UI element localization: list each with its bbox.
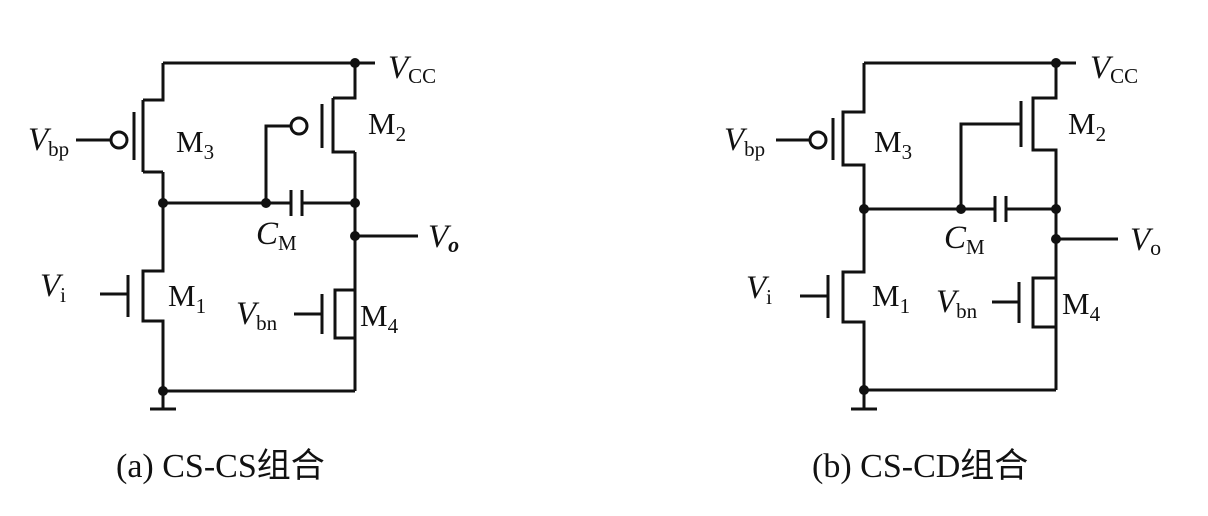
circuit-a-label-vbn: Vbn <box>236 296 278 335</box>
circuit-b-label-vi: Vi <box>746 270 772 309</box>
circuit-a-label-vbp: Vbp <box>28 122 69 161</box>
circuit-b-node-right-mid <box>1051 204 1061 214</box>
circuit-b-cs-cd: VCC Vbp M3 M2 CM Vo Vi M1 Vbn M4 (b) CS-… <box>724 50 1161 485</box>
circuit-a-label-m1: M1 <box>168 278 206 318</box>
circuit-b-label-m4: M4 <box>1062 286 1101 326</box>
circuit-b-label-m2: M2 <box>1068 106 1106 146</box>
circuit-b-ground-icon <box>851 390 877 411</box>
circuit-b-caption: (b) CS-CD组合 <box>812 447 1028 485</box>
circuit-b-label-vbp: Vbp <box>724 122 765 161</box>
circuit-a-label-cm: CM <box>256 216 297 255</box>
circuit-a-transistor-m2 <box>264 63 357 368</box>
circuit-a-label-vo: Vo <box>428 219 459 257</box>
circuit-a-node-right-mid <box>350 198 360 208</box>
circuit-b-capacitor-cm <box>864 196 1056 222</box>
circuit-b-label-m1: M1 <box>872 278 910 318</box>
circuit-a-transistor-m4 <box>294 288 357 391</box>
circuit-b-label-vcc: VCC <box>1090 50 1138 88</box>
circuit-a-output-node <box>350 231 360 241</box>
circuit-b-node-gate-m2 <box>956 204 966 214</box>
circuit-b-transistor-m4 <box>992 276 1058 390</box>
circuit-a-capacitor-cm <box>163 190 355 216</box>
circuit-a-cs-cs: VCC Vbp M3 M2 CM Vo Vi M1 Vbn M4 (a) CS-… <box>28 50 459 485</box>
circuit-b-label-vo: Vo <box>1130 222 1161 260</box>
circuit-b-transistor-m2 <box>959 63 1058 368</box>
circuit-a-transistor-m3 <box>76 63 165 203</box>
circuit-a-caption: (a) CS-CS组合 <box>116 447 325 485</box>
circuit-a-ground-icon <box>150 391 176 411</box>
circuit-a-label-vcc: VCC <box>388 50 436 88</box>
circuit-a-label-m3: M3 <box>176 124 214 164</box>
circuit-a-label-m4: M4 <box>360 298 399 338</box>
circuit-b-transistor-m1 <box>800 209 866 390</box>
circuit-a-transistor-m1 <box>100 203 165 391</box>
circuit-a-node-gate-m2 <box>261 198 271 208</box>
circuit-a-label-m2: M2 <box>368 106 406 146</box>
circuit-b-label-m3: M3 <box>874 124 912 164</box>
circuit-b-transistor-m3 <box>776 63 866 209</box>
circuit-a-label-vi: Vi <box>40 268 66 307</box>
circuit-b-output-node <box>1051 234 1061 244</box>
circuit-b-label-vbn: Vbn <box>936 284 978 323</box>
circuit-b-label-cm: CM <box>944 220 985 259</box>
